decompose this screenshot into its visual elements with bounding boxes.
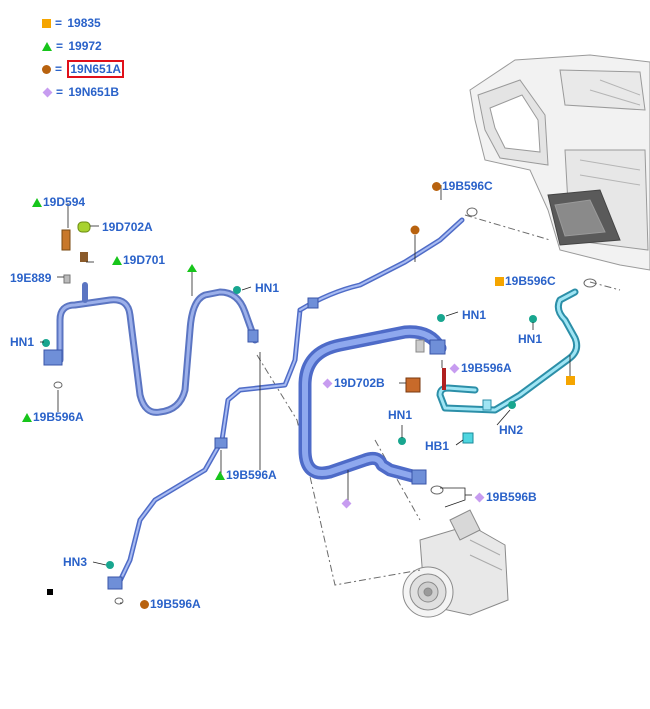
- brown-dot-icon: [42, 65, 51, 75]
- purple-diamond-icon: [42, 87, 53, 98]
- callout-hn1-far-right[interactable]: HN1: [518, 332, 542, 346]
- purple-diamond-icon: [474, 492, 485, 503]
- callout-label: 19D594: [43, 195, 86, 209]
- callout-19b596b[interactable]: 19B596B: [474, 490, 537, 504]
- brown-dot-icon: [410, 225, 420, 235]
- callout-label: HN1: [518, 332, 543, 346]
- hvac-housing-image: [469, 54, 650, 271]
- callout-19e889[interactable]: 19E889: [10, 271, 51, 285]
- callout-19d702b[interactable]: 19D702B: [322, 376, 385, 390]
- orange-square-icon: [495, 277, 504, 287]
- callout-19b596c-right[interactable]: 19B596C: [495, 274, 556, 288]
- legend-eq: =: [56, 39, 64, 53]
- evaporator-tube-right: [436, 288, 581, 414]
- callout-19d594[interactable]: 19D594: [32, 195, 85, 209]
- callout-label: 19B596C: [505, 274, 556, 288]
- legend-code: 19972: [68, 39, 102, 53]
- callout-label: HN2: [499, 423, 524, 437]
- callout-19d701[interactable]: 19D701: [112, 253, 165, 267]
- callout-symbols: [47, 225, 575, 595]
- legend-eq: =: [55, 16, 63, 30]
- left-hose-assembly: [56, 282, 259, 416]
- callout-19b596c-top[interactable]: 19B596C: [432, 179, 493, 193]
- callout-label: HN1: [462, 308, 487, 322]
- callout-label: 19D702A: [102, 220, 153, 234]
- orange-square-icon: [566, 376, 575, 385]
- callout-label: 19B596A: [226, 468, 277, 482]
- legend-code: 19N651B: [68, 85, 120, 99]
- callout-label: 19B596C: [442, 179, 493, 193]
- callout-19d702a[interactable]: 19D702A: [102, 220, 153, 234]
- callout-leaders: [40, 185, 571, 604]
- brown-dot-icon: [432, 182, 441, 192]
- callout-hn1-lower[interactable]: HN1: [388, 408, 412, 422]
- green-triangle-icon: [112, 256, 122, 266]
- legend-code: 19835: [67, 16, 101, 30]
- callout-label: HN1: [10, 335, 35, 349]
- suction-line-lower: [115, 217, 465, 588]
- callout-label: HB1: [425, 439, 450, 453]
- green-triangle-icon: [215, 471, 225, 481]
- callout-label: 19B596A: [461, 361, 512, 375]
- purple-diamond-icon: [449, 363, 460, 374]
- callout-label: HN1: [388, 408, 413, 422]
- callout-hn3[interactable]: HN3: [63, 555, 87, 569]
- small-square-marker-icon: [47, 589, 53, 595]
- legend-code-highlighted[interactable]: 19N651A: [67, 60, 125, 78]
- purple-diamond-icon: [322, 378, 333, 389]
- legend-item-3: = 19N651A: [42, 60, 125, 78]
- legend-item-2: = 19972: [42, 39, 102, 53]
- callout-label: 19E889: [10, 271, 52, 285]
- callout-label: 19D702B: [334, 376, 385, 390]
- callout-label: 19D701: [123, 253, 166, 267]
- green-triangle-icon: [22, 413, 32, 423]
- callout-label: 19B596A: [33, 410, 84, 424]
- callout-hn1-upper-right[interactable]: HN1: [462, 308, 486, 322]
- legend-item-4: = 19N651B: [42, 85, 119, 99]
- callout-19b596a-bottom[interactable]: 19B596A: [140, 597, 201, 611]
- legend-eq: =: [56, 85, 64, 99]
- green-triangle-icon: [32, 198, 42, 208]
- brown-dot-icon: [140, 600, 149, 610]
- callout-label: HN1: [255, 281, 280, 295]
- green-triangle-icon: [187, 264, 197, 272]
- callout-19b596a-mid[interactable]: 19B596A: [215, 468, 277, 482]
- callout-hn1-left[interactable]: HN1: [10, 335, 34, 349]
- callout-hn1-mid[interactable]: HN1: [255, 281, 279, 295]
- orange-square-icon: [42, 19, 51, 29]
- callout-hb1[interactable]: HB1: [425, 439, 449, 453]
- callout-label: HN3: [63, 555, 88, 569]
- fittings: [42, 207, 597, 605]
- legend-eq: =: [55, 62, 63, 76]
- liquid-hose-center: [298, 325, 447, 485]
- legend-item-1: = 19835: [42, 16, 101, 30]
- callout-label: 19B596A: [150, 597, 201, 611]
- callout-label: 19B596B: [486, 490, 537, 504]
- green-triangle-icon: [42, 42, 52, 52]
- compressor-image: [402, 509, 509, 618]
- leader-lines: [256, 214, 621, 586]
- callout-hn2[interactable]: HN2: [499, 423, 523, 437]
- purple-diamond-icon: [341, 498, 352, 509]
- callout-19b596a-right[interactable]: 19B596A: [449, 361, 512, 375]
- callout-19b596a-left[interactable]: 19B596A: [22, 410, 84, 424]
